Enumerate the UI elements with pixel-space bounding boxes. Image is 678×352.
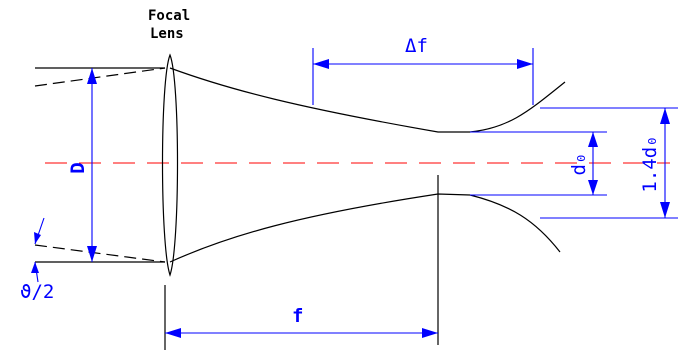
- focal-lens: [161, 53, 179, 277]
- d-arrow-bottom: [87, 246, 97, 262]
- rayleigh-arrow-top: [660, 108, 670, 124]
- beam-envelope-top: [169, 67, 566, 133]
- angle-label: ϑ/2: [20, 281, 54, 303]
- lens-label-line1: Focal: [148, 8, 190, 24]
- incoming-beam-top-dashed: [34, 67, 166, 87]
- lens-label-line2: Lens: [150, 26, 184, 42]
- d0-arrow-bottom: [588, 180, 598, 195]
- delta-f-arrow-left: [313, 59, 329, 69]
- d-label: D: [67, 162, 89, 173]
- angle-arrowhead-top: [34, 232, 41, 244]
- rayleigh-arrow-bottom: [660, 202, 670, 218]
- delta-f-arrow-right: [517, 59, 533, 69]
- angle-arrowhead-bottom: [31, 262, 39, 273]
- beam-envelope-bottom: [169, 193, 561, 263]
- d0-arrow-top: [588, 132, 598, 147]
- d-arrow-top: [87, 68, 97, 84]
- d0-label: d₀: [568, 153, 590, 176]
- f-label: f: [292, 305, 303, 327]
- delta-f-label: Δf: [405, 35, 428, 57]
- incoming-beam-bottom-dashed: [34, 244, 166, 263]
- rayleigh-label: 1.4d₀: [639, 135, 661, 192]
- f-arrow-left: [165, 328, 181, 338]
- f-arrow-right: [422, 328, 438, 338]
